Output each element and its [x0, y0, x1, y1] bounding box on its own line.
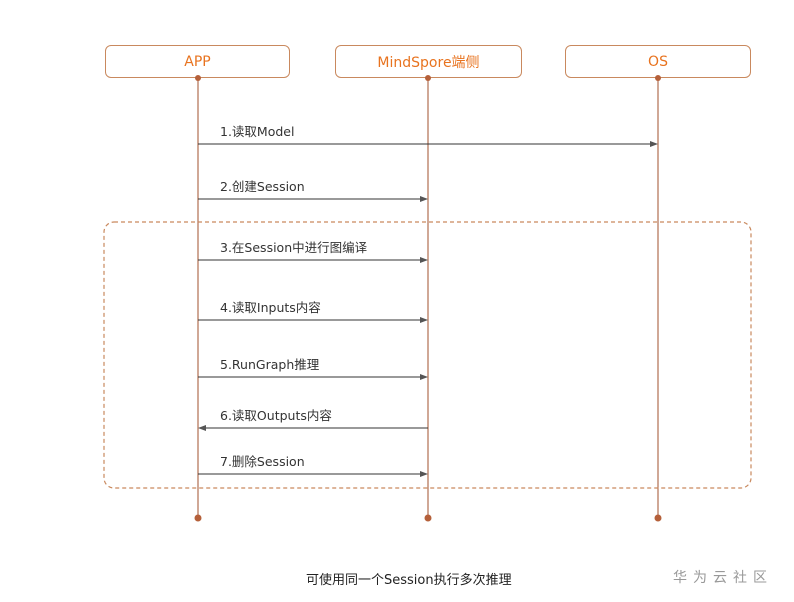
message-label-2: 2.创建Session [220, 179, 305, 194]
diagram-caption: 可使用同一个Session执行多次推理 [306, 573, 512, 588]
message-label-1: 1.读取Model [220, 124, 295, 139]
lifeline-os-end-dot [654, 514, 662, 522]
message-label-7: 7.删除Session [220, 454, 305, 469]
loop-frame [103, 221, 752, 489]
lifeline-os-top-dot [655, 75, 661, 81]
actor-os: OS [565, 45, 751, 78]
lifeline-app-end-dot [194, 514, 202, 522]
lifeline-app-top-dot [195, 75, 201, 81]
message-label-4: 4.读取Inputs内容 [220, 300, 321, 315]
lifeline-mindspore-top-dot [425, 75, 431, 81]
message-label-3: 3.在Session中进行图编译 [220, 240, 368, 255]
watermark: 华为云社区 [673, 570, 773, 586]
message-label-5: 5.RunGraph推理 [220, 357, 320, 372]
lifeline-mindspore-end-dot [424, 514, 432, 522]
actor-app: APP [105, 45, 290, 78]
message-label-6: 6.读取Outputs内容 [220, 408, 332, 423]
